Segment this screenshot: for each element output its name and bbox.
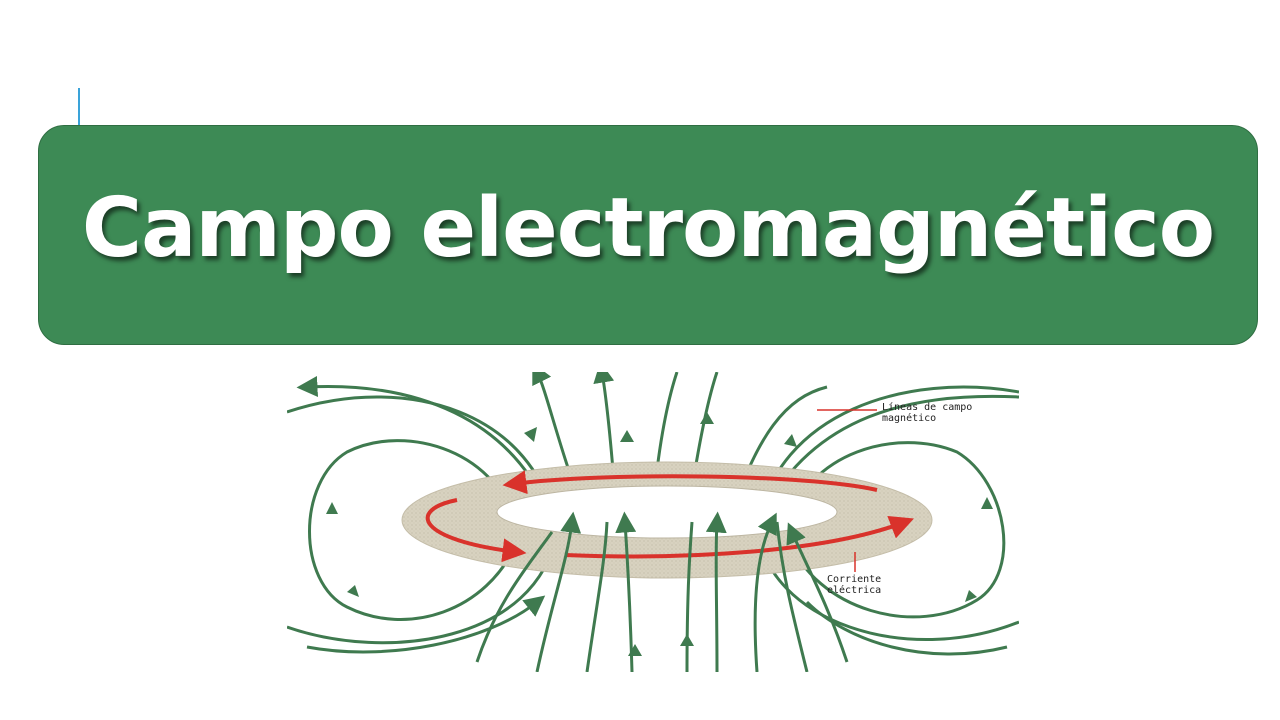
field-line (306, 595, 546, 654)
field-line (475, 531, 554, 663)
label-field-lines: Líneas de campo (882, 401, 972, 413)
current-arrows (425, 470, 914, 563)
label-field-lines-2: magnético (882, 412, 936, 424)
arrowhead (347, 585, 359, 597)
conductor-ring (401, 461, 933, 579)
field-loop-left-inner (308, 439, 519, 621)
accent-line (78, 88, 80, 128)
arrowhead (981, 497, 993, 509)
field-line (705, 511, 727, 672)
current-arrow (502, 470, 878, 495)
slide-title: Campo electromagnético (81, 180, 1215, 276)
arrowhead (700, 412, 714, 424)
arrowhead (965, 590, 977, 602)
field-arrowheads (326, 412, 993, 656)
arrowhead (620, 430, 634, 442)
diagram-svg: Líneas de campo magnético Corriente eléc… (287, 372, 1019, 672)
field-line (753, 512, 777, 672)
diagram-labels: Líneas de campo magnético Corriente eléc… (817, 401, 972, 596)
arrowhead (524, 427, 537, 442)
current-arrow (425, 498, 527, 563)
label-current: Corriente (827, 574, 881, 585)
arrowhead (680, 634, 694, 646)
label-current-2: eléctrica (827, 584, 881, 596)
field-line (585, 521, 609, 672)
electromagnetic-field-diagram: Líneas de campo magnético Corriente eléc… (287, 372, 1019, 672)
field-line (685, 521, 694, 672)
field-line (535, 511, 582, 672)
field-line (775, 521, 809, 672)
arrowhead (784, 434, 797, 447)
title-banner: Campo electromagnético (38, 125, 1258, 345)
arrowhead (326, 502, 338, 514)
field-line (805, 600, 1008, 656)
field-lines-front (306, 511, 1008, 672)
current-arrow (564, 515, 914, 559)
field-line (615, 511, 637, 672)
arrowhead (628, 644, 642, 656)
field-line (786, 522, 849, 663)
field-loop-right-inner (785, 441, 1006, 619)
